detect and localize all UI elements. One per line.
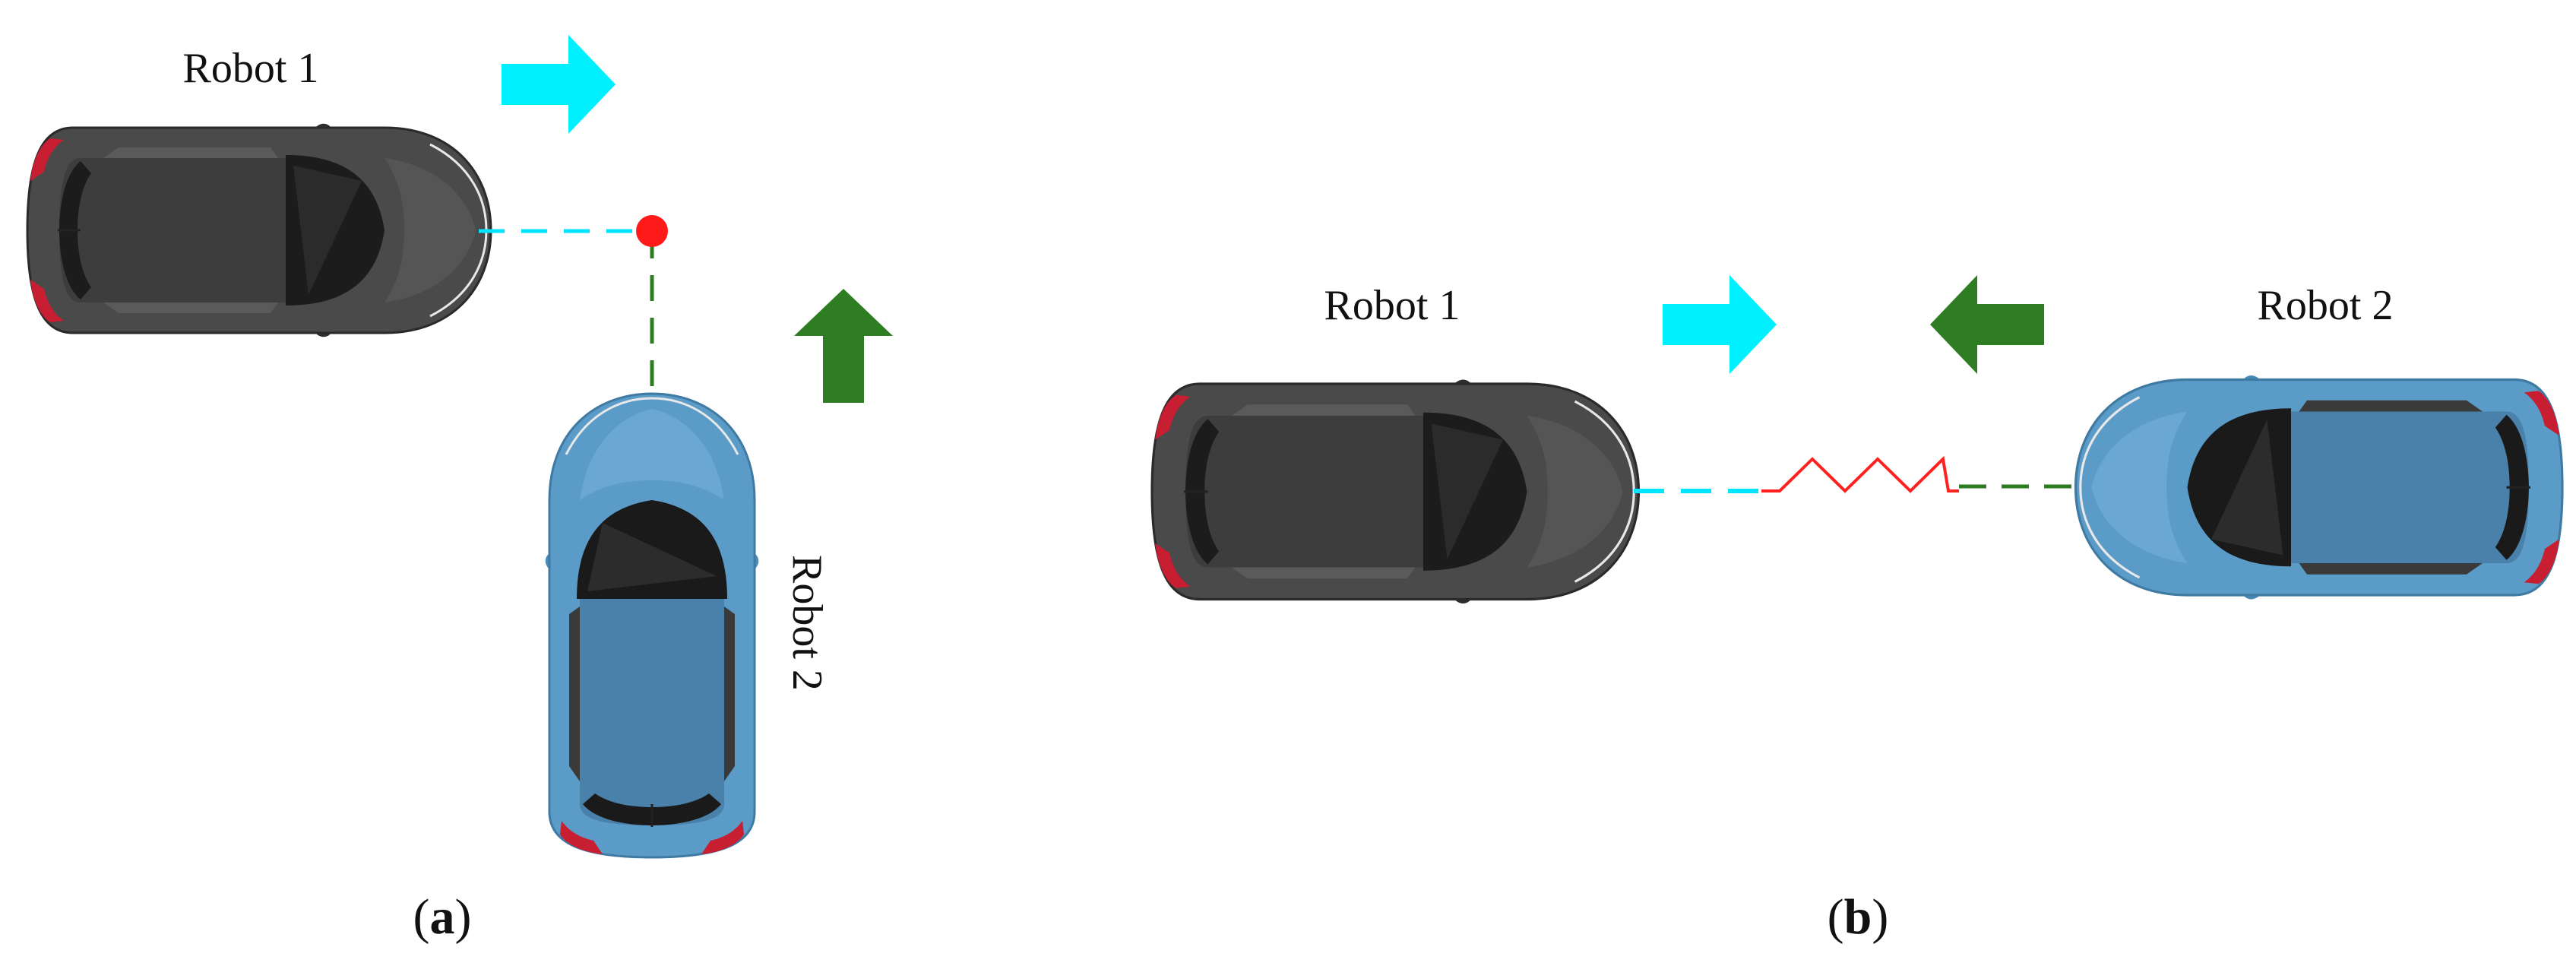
spring-icon <box>1761 455 1959 493</box>
up-arrow-icon <box>794 289 893 403</box>
caption-b: (b) <box>1828 889 1889 945</box>
robot2-car-b <box>2074 374 2564 601</box>
panel-a: Robot 1 Robot 2 (a) <box>26 35 893 945</box>
robot2-label-b: Robot 2 <box>2258 282 2394 329</box>
robot2-car-a <box>544 392 760 859</box>
right-arrow-icon <box>1663 275 1777 374</box>
right-arrow-icon <box>502 35 616 134</box>
panel-b: Robot 1 Robot 2 (b) <box>1150 275 2564 945</box>
red-dot-icon <box>636 215 668 247</box>
robot1-car-b <box>1150 378 1641 605</box>
robot1-label-a: Robot 1 <box>183 45 319 92</box>
robot1-car-a <box>26 122 492 338</box>
caption-a: (a) <box>413 889 472 945</box>
left-arrow-icon <box>1930 275 2044 374</box>
robot1-label-b: Robot 1 <box>1324 282 1460 329</box>
robot2-label-a: Robot 2 <box>783 555 831 691</box>
